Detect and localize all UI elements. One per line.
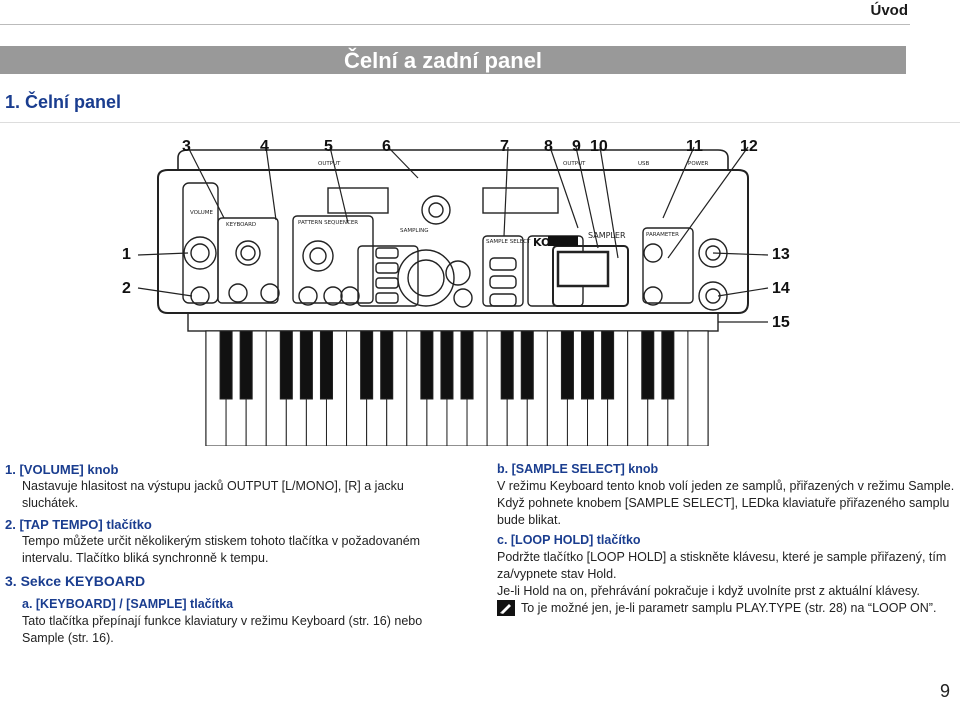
section-divider <box>0 122 960 123</box>
svg-text:KORG: KORG <box>533 236 568 249</box>
svg-text:POWER: POWER <box>688 161 709 167</box>
svg-text:VOLUME: VOLUME <box>190 210 214 216</box>
black-key <box>360 330 374 400</box>
svg-text:KEYBOARD: KEYBOARD <box>226 222 256 228</box>
item-b-text: V režimu Keyboard tento knob volí jeden … <box>497 479 955 527</box>
black-key <box>219 330 233 400</box>
item-b-title: b. [SAMPLE SELECT] knob <box>497 462 659 476</box>
callout-15: 15 <box>772 314 790 331</box>
black-key <box>460 330 474 400</box>
black-key <box>279 330 293 400</box>
white-key <box>687 330 709 447</box>
left-column: 1. [VOLUME] knob Nastavuje hlasitost na … <box>5 461 425 647</box>
svg-text:SAMPLING: SAMPLING <box>400 228 428 234</box>
callout-1: 1 <box>122 246 131 263</box>
black-key <box>661 330 675 400</box>
callout-3: 3 <box>182 138 191 155</box>
black-key <box>239 330 253 400</box>
page-number: 9 <box>939 681 950 701</box>
item-2-title: 2. [TAP TEMPO] tlačítko <box>5 517 152 532</box>
svg-text:SAMPLER: SAMPLER <box>588 231 626 240</box>
black-key <box>520 330 534 400</box>
callout-8: 8 <box>544 138 553 155</box>
black-key <box>380 330 394 400</box>
item-c-text-1: Podržte tlačítko [LOOP HOLD] a stiskněte… <box>497 550 947 581</box>
callout-4: 4 <box>260 138 269 155</box>
header-divider <box>0 24 910 25</box>
callout-13: 13 <box>772 246 790 263</box>
black-key <box>299 330 313 400</box>
callout-7: 7 <box>500 138 509 155</box>
callout-11: 11 <box>686 138 703 155</box>
black-key <box>560 330 574 400</box>
black-key <box>319 330 334 400</box>
item-2-text: Tempo můžete určit několikerým stiskem t… <box>22 534 421 565</box>
svg-text:SAMPLE SELECT: SAMPLE SELECT <box>486 239 531 245</box>
item-c-text-2: Je-li Hold na on, přehrávání pokračuje i… <box>497 584 920 598</box>
callout-10: 10 <box>590 138 608 155</box>
svg-text:USB: USB <box>638 161 650 167</box>
item-3-title: 3. Sekce KEYBOARD <box>5 573 146 589</box>
callout-5: 5 <box>324 138 333 155</box>
black-key <box>641 330 655 400</box>
svg-text:PATTERN SEQUENCER: PATTERN SEQUENCER <box>298 220 358 226</box>
black-key <box>440 330 454 400</box>
svg-text:PARAMETER: PARAMETER <box>646 232 679 238</box>
callout-9: 9 <box>572 138 581 155</box>
note: To je možné jen, je-li parametr samplu P… <box>497 600 959 617</box>
right-column: b. [SAMPLE SELECT] knob V režimu Keyboar… <box>497 461 959 617</box>
item-c-title: c. [LOOP HOLD] tlačítko <box>497 533 641 547</box>
black-key <box>500 330 514 400</box>
callout-2: 2 <box>122 280 131 297</box>
page-title-bar: Čelní a zadní panel <box>0 46 906 74</box>
item-1-title: 1. [VOLUME] knob <box>5 462 119 477</box>
callout-6: 6 <box>382 138 391 155</box>
note-pencil-icon <box>497 600 515 616</box>
item-1-text: Nastavuje hlasitost na výstupu jacků OUT… <box>22 479 404 510</box>
black-key <box>420 330 434 400</box>
item-3a-text: Tato tlačítka přepínají funkce klaviatur… <box>22 614 423 645</box>
section-title: 1. Čelní panel <box>5 92 122 112</box>
keyboard-illustration: VOLUME KEYBOARD PATTERN SEQUENCER SAMPLI… <box>137 146 769 447</box>
callout-14: 14 <box>772 280 790 297</box>
page-title: Čelní a zadní panel <box>343 48 543 73</box>
black-key <box>601 330 615 400</box>
front-panel-diagram: VOLUME KEYBOARD PATTERN SEQUENCER SAMPLI… <box>118 128 790 447</box>
item-3a-title: a. [KEYBOARD] / [SAMPLE] tlačítka <box>22 597 234 611</box>
note-text: To je možné jen, je-li parametr samplu P… <box>521 601 937 615</box>
svg-text:OUTPUT: OUTPUT <box>563 161 586 167</box>
black-key <box>580 330 595 400</box>
header-section-label: Úvod <box>870 2 909 19</box>
callout-12: 12 <box>740 138 758 155</box>
svg-text:OUTPUT: OUTPUT <box>318 161 341 167</box>
